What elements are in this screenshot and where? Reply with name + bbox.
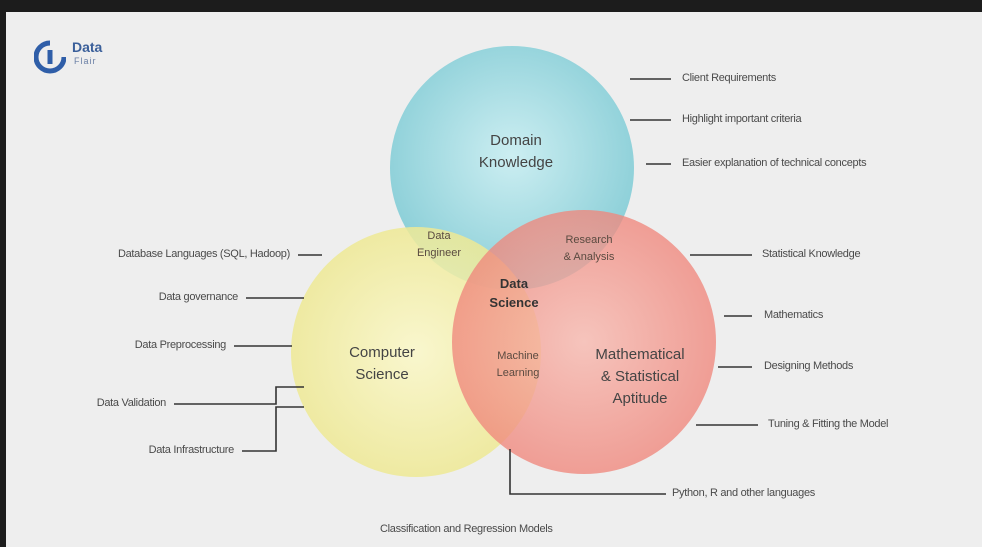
brand-name: Data (72, 39, 103, 55)
data-engineer-line2: Engineer (416, 247, 462, 259)
left-label-data-infrastructure: Data Infrastructure (148, 444, 235, 456)
math-line2: & Statistical (600, 368, 680, 385)
left-label-database-languages: Database Languages (SQL, Hadoop) (117, 248, 290, 260)
research-analysis-label: Research & Analysis (544, 232, 634, 266)
bottom-label-classification-regression: Classification and Regression Models (380, 523, 553, 535)
left-label-data-governance: Data governance (158, 291, 239, 303)
diagram-canvas: Data Flair (6, 12, 982, 547)
computer-science-title: Computer Science (322, 342, 442, 386)
domain-knowledge-title: Domain Knowledge (446, 130, 586, 174)
domain-line1: Domain (490, 132, 542, 149)
cs-line2: Science (355, 366, 409, 383)
connector-lines (174, 78, 758, 495)
right-label-python-r: Python, R and other languages (672, 487, 815, 499)
logo-icon (34, 40, 66, 74)
research-line1: Research (565, 234, 613, 246)
data-science-label: Data Science (474, 274, 554, 312)
right-label-highlight-criteria: Highlight important criteria (682, 113, 802, 125)
venn-diagram (174, 46, 758, 495)
data-science-line1: Data (499, 276, 529, 291)
brand-sub: Flair (74, 56, 97, 66)
right-label-easier-explanation: Easier explanation of technical concepts (682, 157, 867, 169)
machine-learning-line2: Learning (496, 367, 540, 379)
right-label-client-requirements: Client Requirements (682, 72, 776, 84)
data-science-line2: Science (489, 295, 539, 310)
domain-line2: Knowledge (478, 154, 554, 171)
math-line1: Mathematical (595, 346, 685, 363)
machine-learning-label: Machine Learning (478, 348, 558, 382)
right-label-tuning-fitting: Tuning & Fitting the Model (768, 418, 889, 430)
data-engineer-label: Data Engineer (404, 228, 474, 262)
data-engineer-line1: Data (427, 230, 451, 242)
circle-math-stats (452, 210, 716, 474)
cs-line1: Computer (349, 344, 415, 361)
brand-logo: Data Flair (34, 34, 144, 80)
right-label-mathematics: Mathematics (764, 309, 824, 321)
left-label-data-validation: Data Validation (96, 397, 167, 409)
right-label-statistical-knowledge: Statistical Knowledge (762, 248, 861, 260)
math-line3: Aptitude (612, 390, 668, 407)
machine-learning-line1: Machine (497, 350, 539, 362)
math-stats-title: Mathematical & Statistical Aptitude (570, 344, 710, 410)
research-line2: & Analysis (563, 251, 615, 263)
right-label-designing-methods: Designing Methods (764, 360, 854, 372)
left-label-data-preprocessing: Data Preprocessing (134, 339, 227, 351)
